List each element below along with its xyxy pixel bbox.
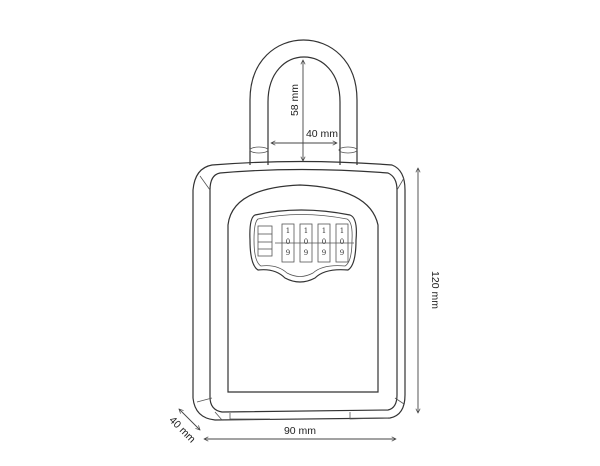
dial-digit: 0	[322, 238, 326, 246]
dimension-label: 58 mm	[289, 84, 301, 116]
dial-digit: 9	[340, 249, 344, 257]
combination-dial[interactable]: 1 0 9	[335, 223, 349, 263]
combination-dial[interactable]: 1 0 9	[317, 223, 331, 263]
dial-digit: 9	[304, 249, 308, 257]
combination-dial[interactable]: 1 0 9	[281, 223, 295, 263]
release-button	[257, 225, 273, 257]
dimension-shackle-width: 40 mm	[271, 128, 338, 143]
dimension-label: 90 mm	[284, 425, 316, 437]
dial-digit: 0	[286, 238, 290, 246]
combination-dial[interactable]: 1 0 9	[299, 223, 313, 263]
dial-digit: 0	[304, 238, 308, 246]
dial-digit: 9	[322, 249, 326, 257]
dial-digit: 1	[340, 227, 344, 235]
dimension-label: 40 mm	[306, 128, 338, 140]
dimension-shackle-height: 58 mm	[289, 60, 303, 161]
dial-digit: 1	[322, 227, 326, 235]
dial-digit: 1	[304, 227, 308, 235]
dimension-label: 120 mm	[429, 271, 441, 309]
dimension-body-depth: 40 mm	[167, 409, 200, 446]
dial-digit: 1	[286, 227, 290, 235]
dial-digit: 0	[340, 238, 344, 246]
dimension-body-width: 90 mm	[204, 425, 396, 439]
dial-digit: 9	[286, 249, 290, 257]
lock-body	[192, 160, 406, 421]
combination-window	[249, 209, 357, 283]
dimension-label: 40 mm	[167, 414, 198, 445]
shackle	[249, 39, 358, 165]
dimension-body-height: 120 mm	[418, 168, 441, 413]
